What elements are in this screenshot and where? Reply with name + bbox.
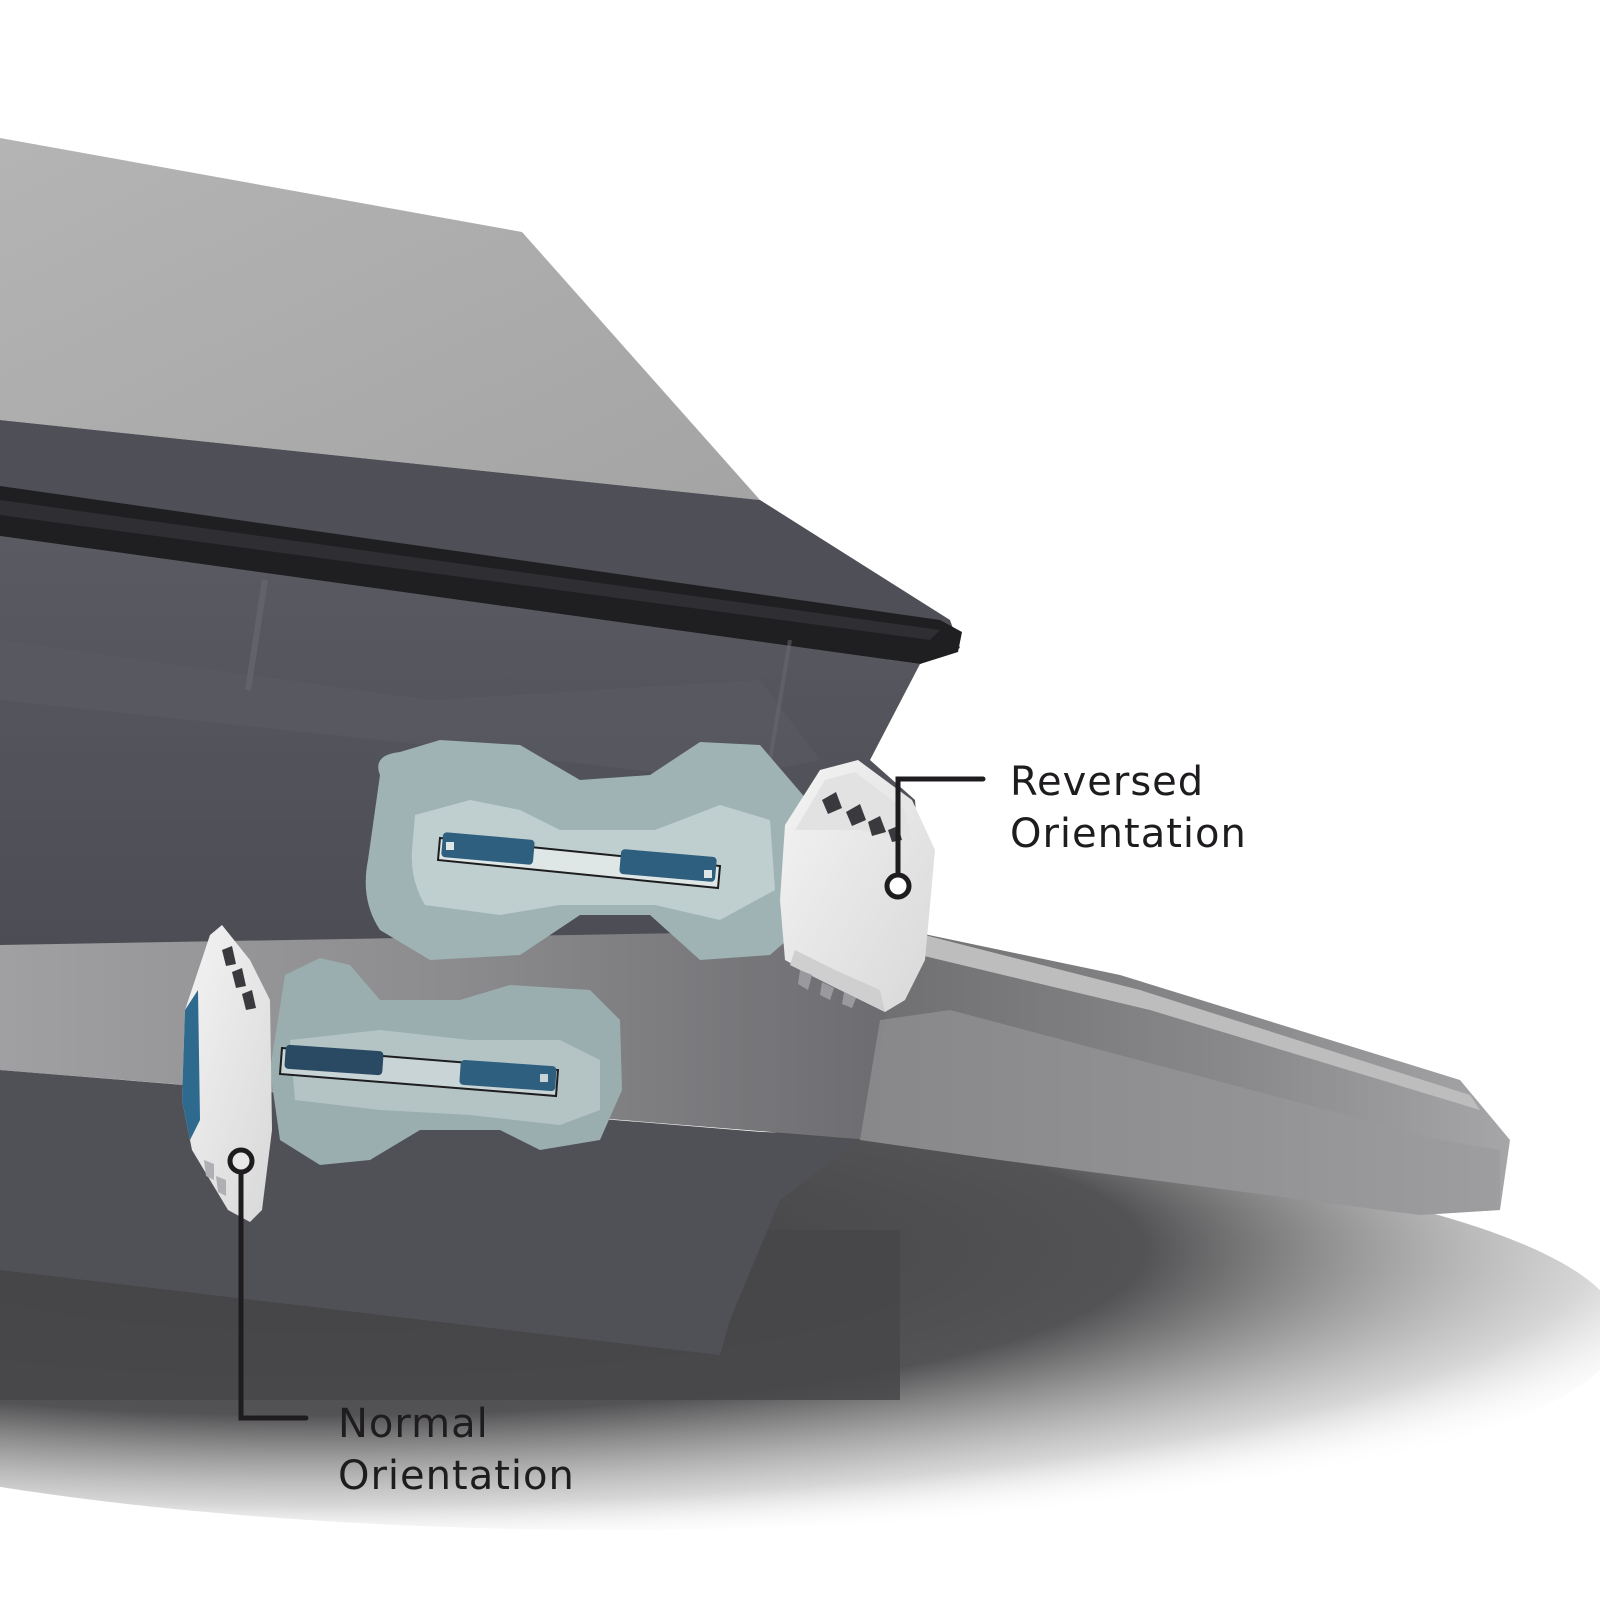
base-tray (860, 930, 1510, 1215)
callout-reversed-leader (884, 776, 986, 900)
callout-label-line1: Normal (338, 1401, 489, 1447)
case-rim (0, 420, 962, 664)
clip-tab (441, 832, 535, 865)
clip-tab (459, 1059, 557, 1092)
clip-tab (619, 849, 717, 882)
callout-label-line1: Reversed (1010, 759, 1205, 805)
callout-label-line2: Orientation (1010, 811, 1247, 857)
case-lid (0, 138, 760, 500)
callout-label-normal: Normal Orientation (338, 1398, 575, 1502)
grille-vents (222, 946, 256, 1010)
normal-clip (182, 925, 622, 1222)
callout-label-line2: Orientation (338, 1453, 575, 1499)
clip-tab (284, 1044, 384, 1076)
callout-normal-leader (227, 1147, 309, 1421)
callout-label-reversed: Reversed Orientation (1010, 756, 1247, 860)
